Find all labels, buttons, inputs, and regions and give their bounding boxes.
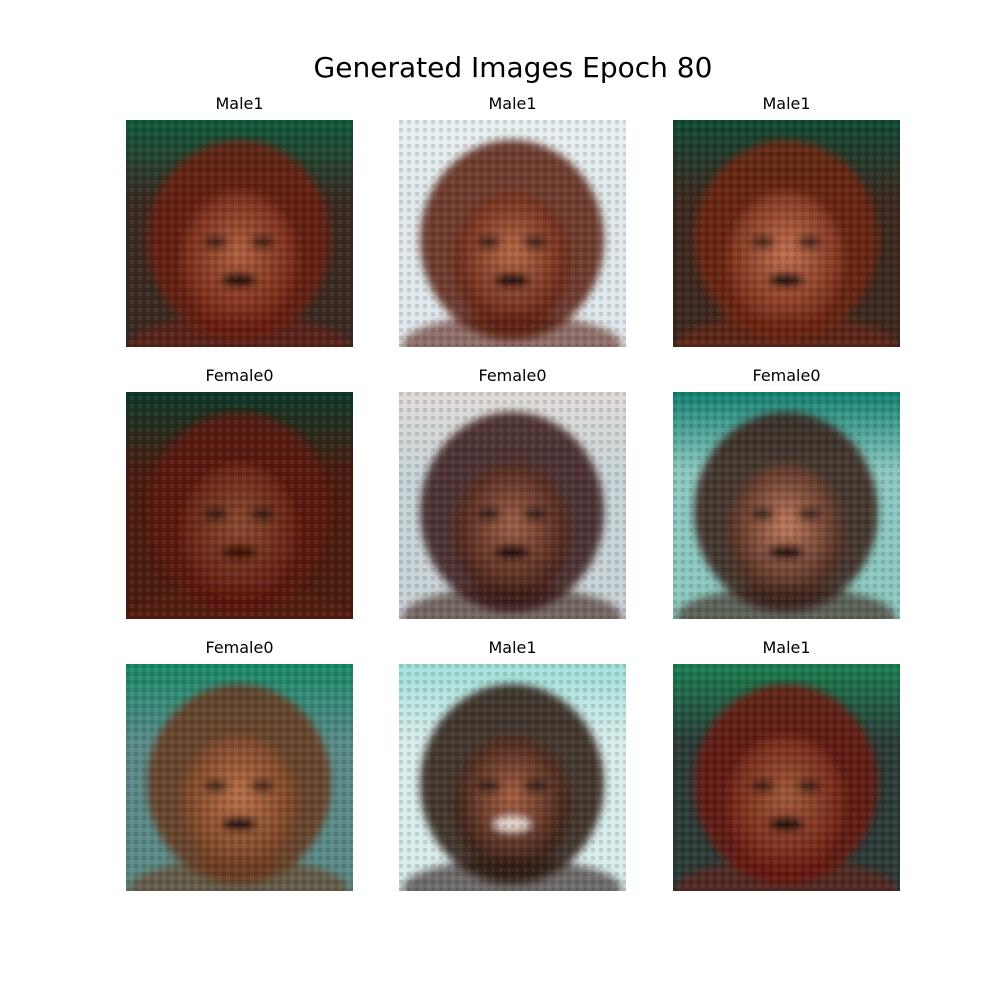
generated-face-image [126, 392, 353, 619]
panel-label: Male1 [215, 94, 264, 113]
generated-face-image [126, 664, 353, 891]
panel-label: Male1 [762, 94, 811, 113]
generated-face-image [673, 664, 900, 891]
figure-title: Generated Images Epoch 80 [313, 51, 713, 84]
generated-face-image [673, 120, 900, 347]
panel-label: Female0 [205, 366, 274, 385]
panel-label: Male1 [488, 94, 537, 113]
generated-face-image [399, 120, 626, 347]
generated-face-image [126, 120, 353, 347]
generated-face-image [673, 392, 900, 619]
panel-label: Female0 [478, 366, 547, 385]
panel-label: Female0 [752, 366, 821, 385]
generated-face-image [399, 392, 626, 619]
panel-label: Female0 [205, 638, 274, 657]
panel-label: Male1 [762, 638, 811, 657]
panel-label: Male1 [488, 638, 537, 657]
generated-face-image [399, 664, 626, 891]
